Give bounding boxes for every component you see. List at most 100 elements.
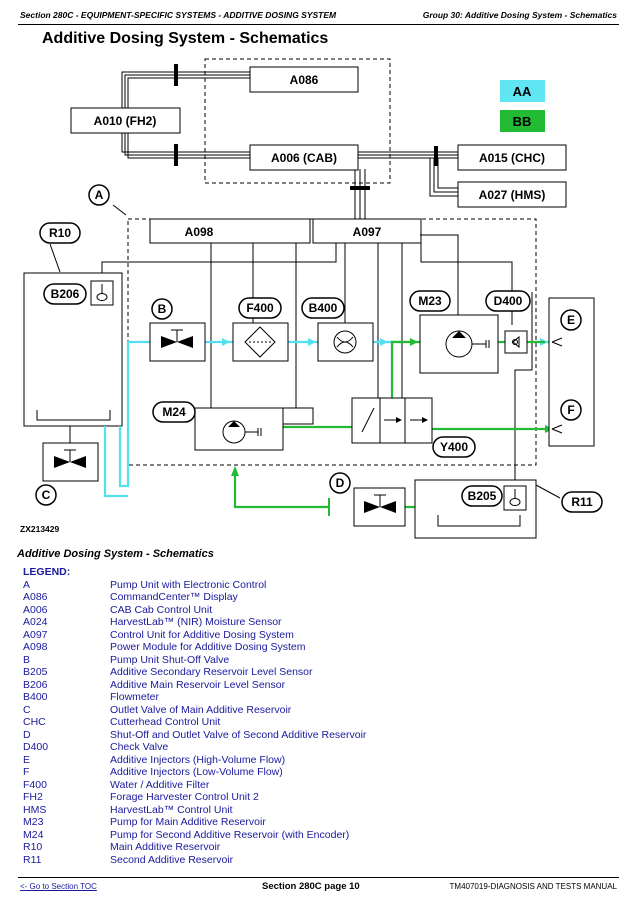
legend-code: A <box>23 578 31 591</box>
callout-b: B <box>158 302 167 316</box>
legend-item: A086 CommandCenter™ Display <box>23 591 366 604</box>
group-header: Group 30: Additive Dosing System - Schem… <box>422 10 617 20</box>
legend-item: E Additive Injectors (High-Volume Flow) <box>23 754 366 767</box>
legend-item: M23 Pump for Main Additive Reservoir <box>23 816 366 829</box>
legend-item: FH2 Forage Harvester Control Unit 2 <box>23 791 366 804</box>
legend-description: Shut-Off and Outlet Valve of Second Addi… <box>110 728 367 741</box>
legend-code: F <box>23 766 30 778</box>
legend-description: Flowmeter <box>110 691 160 703</box>
legend-description: Additive Secondary Reservoir Level Senso… <box>110 666 313 678</box>
legend-code: HMS <box>23 803 47 816</box>
swatch-aa-label: AA <box>513 84 532 99</box>
swatch-bb <box>500 110 545 132</box>
legend-item: HMS HarvestLab™ Control Unit <box>23 804 366 817</box>
filter-f400 <box>232 322 289 362</box>
callout-b206: B206 <box>51 287 80 301</box>
legend-description: Cutterhead Control Unit <box>110 716 221 728</box>
page-title: Additive Dosing System - Schematics <box>42 30 329 47</box>
legend-title: LEGEND: <box>23 566 71 578</box>
legend-code: A024 <box>23 616 48 628</box>
legend-code: D400 <box>23 741 49 753</box>
legend-code: B206 <box>23 678 48 691</box>
box-a027 <box>457 181 567 208</box>
legend-item: B Pump Unit Shut-Off Valve <box>23 654 366 667</box>
legend-item: M24 Pump for Second Additive Reservoir (w… <box>23 829 366 842</box>
legend-description: HarvestLab™ (NIR) Moisture Sensor <box>110 616 282 628</box>
legend-code: FH2 <box>23 791 43 803</box>
callout-d: D <box>336 476 345 490</box>
legend-description: Outlet Valve of Main Additive Reservoir <box>110 703 292 716</box>
legend: LEGEND: A Pump Unit with Electronic Contr… <box>23 566 366 866</box>
schematic-diagram: A086 A010 (FH2) A006 (CAB) A015 (CHC) A0… <box>20 58 603 539</box>
can-bus-lines <box>121 71 458 219</box>
figure-id: ZX213429 <box>20 524 59 534</box>
legend-item: A Pump Unit with Electronic Control <box>23 579 366 592</box>
diagram-caption: Additive Dosing System - Schematics <box>17 548 214 560</box>
main-flow-lines <box>103 340 549 498</box>
header-rule <box>18 24 619 25</box>
check-valve-d400 <box>504 330 528 354</box>
callout-bubbles <box>35 184 603 513</box>
callout-m23: M23 <box>418 294 442 308</box>
legend-code: C <box>23 703 31 716</box>
legend-description: Forage Harvester Control Unit 2 <box>110 791 259 803</box>
cab-area-outline <box>204 58 391 184</box>
legend-description: CommandCenter™ Display <box>110 591 238 603</box>
legend-description: Pump Unit with Electronic Control <box>110 578 267 591</box>
box-a010 <box>70 107 181 134</box>
legend-description: HarvestLab™ Control Unit <box>110 803 233 816</box>
legend-item: A024 HarvestLab™ (NIR) Moisture Sensor <box>23 616 366 629</box>
legend-item: R10 Main Additive Reservoir <box>23 841 366 854</box>
legend-description: Second Additive Reservoir <box>110 853 234 866</box>
page-number: Section 280C page 10 <box>262 881 360 892</box>
legend-description: Water / Additive Filter <box>110 778 210 791</box>
callout-c: C <box>42 488 51 502</box>
legend-code: A086 <box>23 591 48 603</box>
legend-description: Pump for Main Additive Reservoir <box>110 816 266 828</box>
control-wiring <box>49 204 561 499</box>
go-to-toc-link[interactable]: <- Go to Section TOC <box>20 882 97 891</box>
swatch-bb-label: BB <box>513 114 532 129</box>
footer-rule <box>18 877 619 878</box>
legend-description: Additive Injectors (Low-Volume Flow) <box>110 766 283 778</box>
bus-connectors <box>174 64 438 190</box>
callout-b400: B400 <box>309 301 338 315</box>
legend-code: B <box>23 653 31 666</box>
box-a006 <box>249 144 359 171</box>
legend-item: B400 Flowmeter <box>23 691 366 704</box>
legend-code: M24 <box>23 828 44 841</box>
legend-description: Control Unit for Additive Dosing System <box>110 628 294 641</box>
legend-code: A098 <box>23 641 48 653</box>
legend-code: M23 <box>23 816 44 828</box>
callout-r10: R10 <box>49 226 71 240</box>
swatch-aa <box>500 80 545 102</box>
callout-f: F <box>567 403 574 417</box>
callout-d400: D400 <box>494 294 523 308</box>
legend-code: A006 <box>23 603 48 616</box>
label-a086: A086 <box>290 73 319 87</box>
injector-sprays <box>551 337 563 434</box>
pump-m24 <box>194 407 284 451</box>
legend-description: Pump Unit Shut-Off Valve <box>110 653 230 666</box>
section-header: Section 280C - EQUIPMENT-SPECIFIC SYSTEM… <box>20 10 337 20</box>
legend-description: Pump for Second Additive Reservoir (with… <box>110 828 350 841</box>
callout-r11: R11 <box>571 495 593 509</box>
legend-description: Additive Injectors (High-Volume Flow) <box>110 753 286 766</box>
legend-item: A006 CAB Cab Control Unit <box>23 604 366 617</box>
legend-description: Main Additive Reservoir <box>110 841 221 853</box>
legend-item: B206 Additive Main Reservoir Level Sensor <box>23 679 366 692</box>
legend-code: R10 <box>23 841 43 853</box>
label-a027: A027 (HMS) <box>479 188 546 202</box>
legend-code: B400 <box>23 691 48 703</box>
callout-m24: M24 <box>162 405 186 419</box>
legend-code: E <box>23 753 31 766</box>
box-a098 <box>149 218 311 244</box>
callout-b205: B205 <box>468 489 497 503</box>
legend-description: Additive Main Reservoir Level Sensor <box>110 678 286 691</box>
legend-description: CAB Cab Control Unit <box>110 603 213 616</box>
